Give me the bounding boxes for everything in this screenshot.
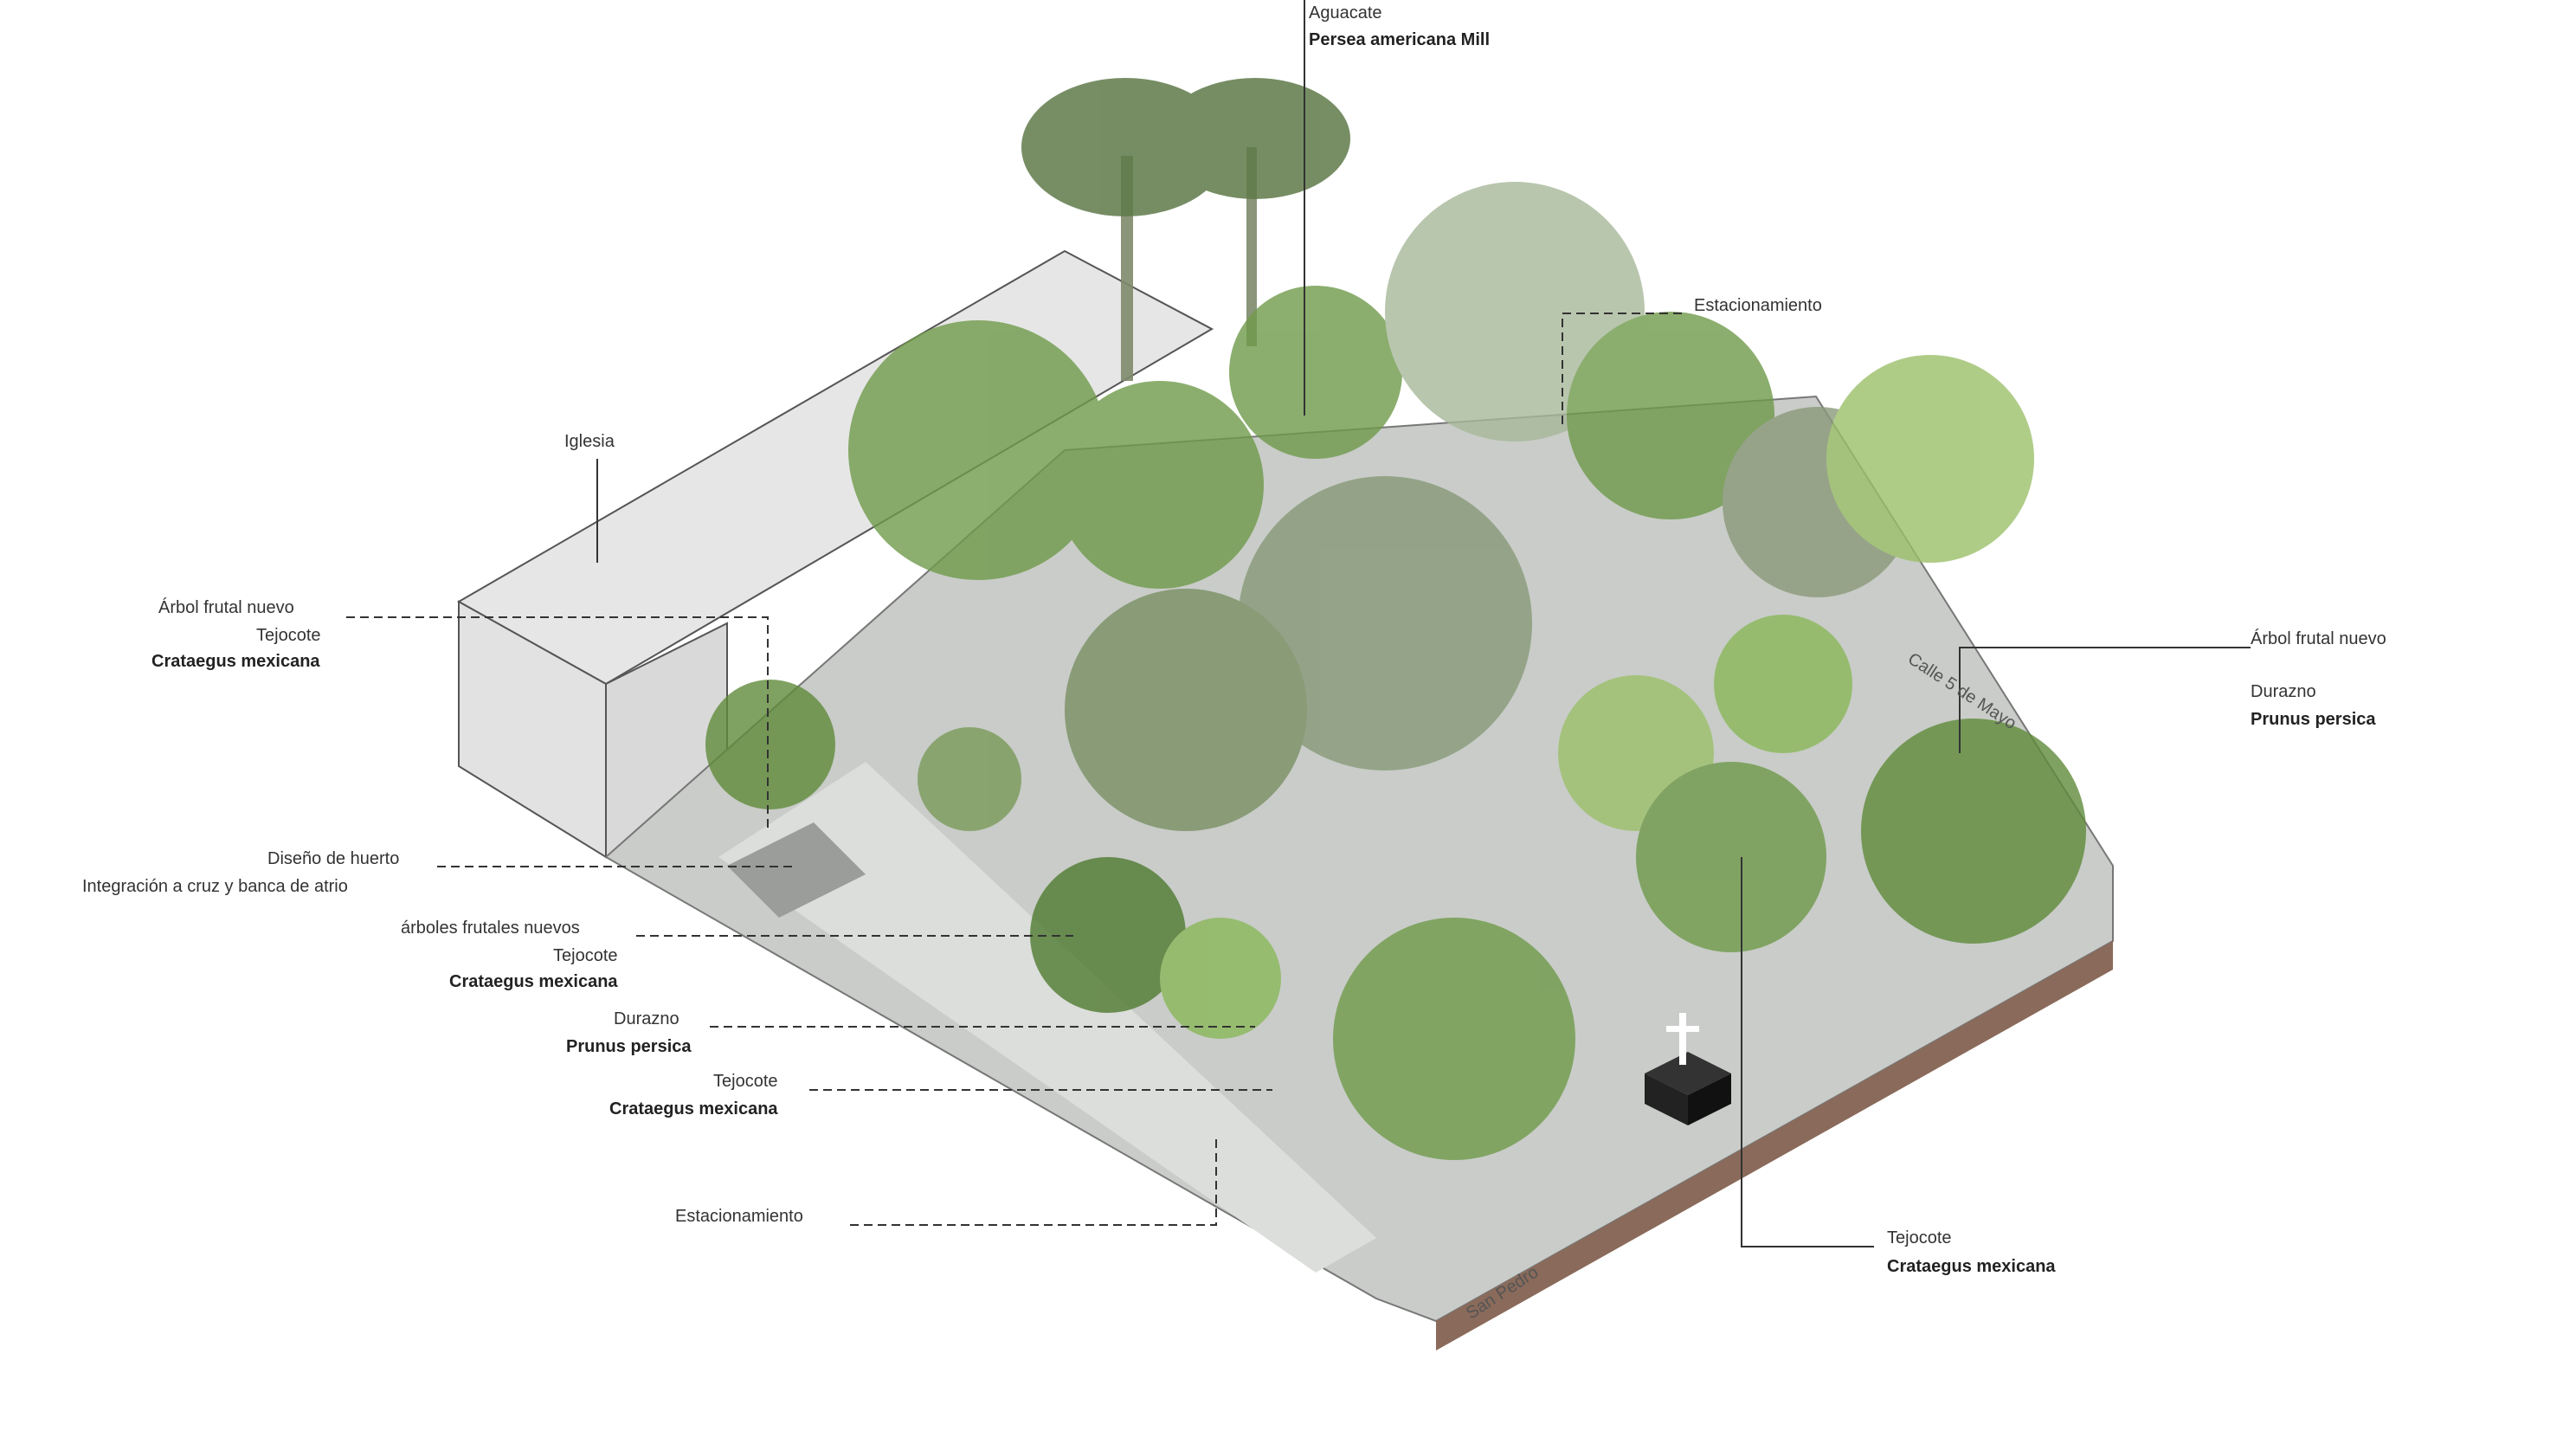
label-estacionamiento-top: Estacionamiento bbox=[1694, 296, 1822, 315]
paving-path bbox=[718, 762, 1376, 1273]
label-arboles-nuevos-title: árboles frutales nuevos bbox=[401, 919, 580, 938]
leader-lines bbox=[346, 0, 2251, 1247]
palm-crown bbox=[1021, 78, 1350, 216]
label-tejocote-left-common: Tejocote bbox=[713, 1072, 778, 1091]
trees bbox=[705, 78, 2086, 1160]
label-aguacate-scientific: Persea americana Mill bbox=[1309, 30, 1491, 49]
label-arboles-nuevos-common: Tejocote bbox=[553, 946, 618, 965]
label-durazno-left-scientific: Prunus persica bbox=[566, 1037, 692, 1056]
cross-monument bbox=[1645, 1013, 1731, 1125]
label-iglesia: Iglesia bbox=[564, 432, 615, 451]
label-arbol-left-common: Tejocote bbox=[256, 626, 321, 645]
label-tejocote-right-scientific: Crataegus mexicana bbox=[1887, 1257, 2056, 1276]
label-huerto-title: Diseño de huerto bbox=[267, 849, 400, 868]
label-aguacate-common: Aguacate bbox=[1309, 3, 1382, 23]
label-arbol-right-scientific: Prunus persica bbox=[2251, 710, 2376, 729]
label-tejocote-left-scientific: Crataegus mexicana bbox=[609, 1099, 778, 1118]
label-arbol-right-common: Durazno bbox=[2251, 682, 2316, 701]
label-arbol-left-title: Árbol frutal nuevo bbox=[158, 598, 294, 617]
label-arbol-right-title: Árbol frutal nuevo bbox=[2251, 629, 2386, 648]
label-huerto-subtitle: Integración a cruz y banca de atrio bbox=[82, 877, 348, 896]
label-arboles-nuevos-scientific: Crataegus mexicana bbox=[449, 972, 618, 991]
label-estacionamiento-bottom: Estacionamiento bbox=[675, 1207, 803, 1226]
label-arbol-left-scientific: Crataegus mexicana bbox=[151, 652, 320, 671]
perimeter-wall bbox=[1436, 941, 2113, 1351]
label-tejocote-right-common: Tejocote bbox=[1887, 1228, 1952, 1247]
label-durazno-left-common: Durazno bbox=[614, 1009, 679, 1028]
orchard-bed bbox=[727, 822, 866, 918]
